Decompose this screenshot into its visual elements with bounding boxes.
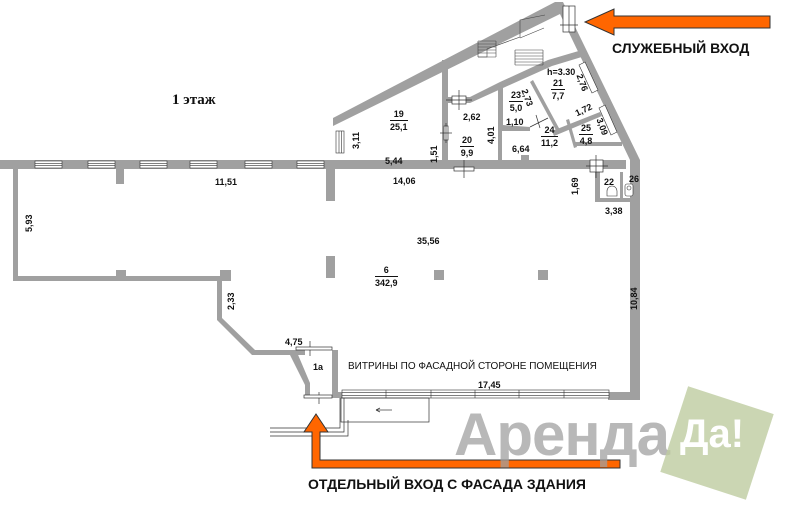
dim-5-93: 5,93 [24,214,34,232]
service-entrance-arrow [583,8,771,36]
dim-4-01: 4,01 [486,126,496,144]
watermark-badge-text: Да! [680,412,745,456]
shop-windows-bottom [341,389,610,399]
room-label-26: 26 [629,174,640,184]
separate-entrance-caption: ОТДЕЛЬНЫЙ ВХОД С ФАСАДА ЗДАНИЯ [308,476,586,492]
side-windows [578,61,618,136]
service-entrance-caption: СЛУЖЕБНЫЙ ВХОД [612,40,750,56]
dim-2-62: 2,62 [463,112,481,122]
dim-2-33: 2,33 [226,292,236,310]
dim-4-75: 4,75 [285,337,303,347]
facade-entrance-arrow [303,413,621,469]
floor-title: 1 этаж [172,92,216,108]
dim-35-56: 35,56 [417,236,440,246]
dim-17-45: 17,45 [478,380,501,390]
dim-10-84: 10,84 [629,287,639,310]
stairs [477,14,546,66]
entrance-steps [270,397,430,437]
dim-5-44: 5,44 [385,156,403,166]
doors [295,5,608,404]
room-label-1a: 1а [313,362,324,372]
facade-windows-top [34,130,345,169]
dim-3-38: 3,38 [605,206,623,216]
dim-6-64: 6,64 [512,144,530,154]
dim-1-69: 1,69 [570,177,580,195]
walls [0,2,640,400]
room-21-height: h=3.30 [547,67,576,77]
dim-14-06: 14,06 [393,176,416,186]
room-label-22: 22 [604,177,615,187]
shop-windows-caption: ВИТРИНЫ ПО ФАСАДНОЙ СТОРОНЕ ПОМЕЩЕНИЯ [348,361,597,372]
wc-fixtures [606,183,634,197]
dim-11-51: 11,51 [215,177,238,187]
dim-3-11: 3,11 [351,131,361,149]
watermark-text: Аренда [454,401,670,468]
dim-1-51: 1,51 [429,145,439,163]
dim-1-10: 1,10 [506,117,524,127]
